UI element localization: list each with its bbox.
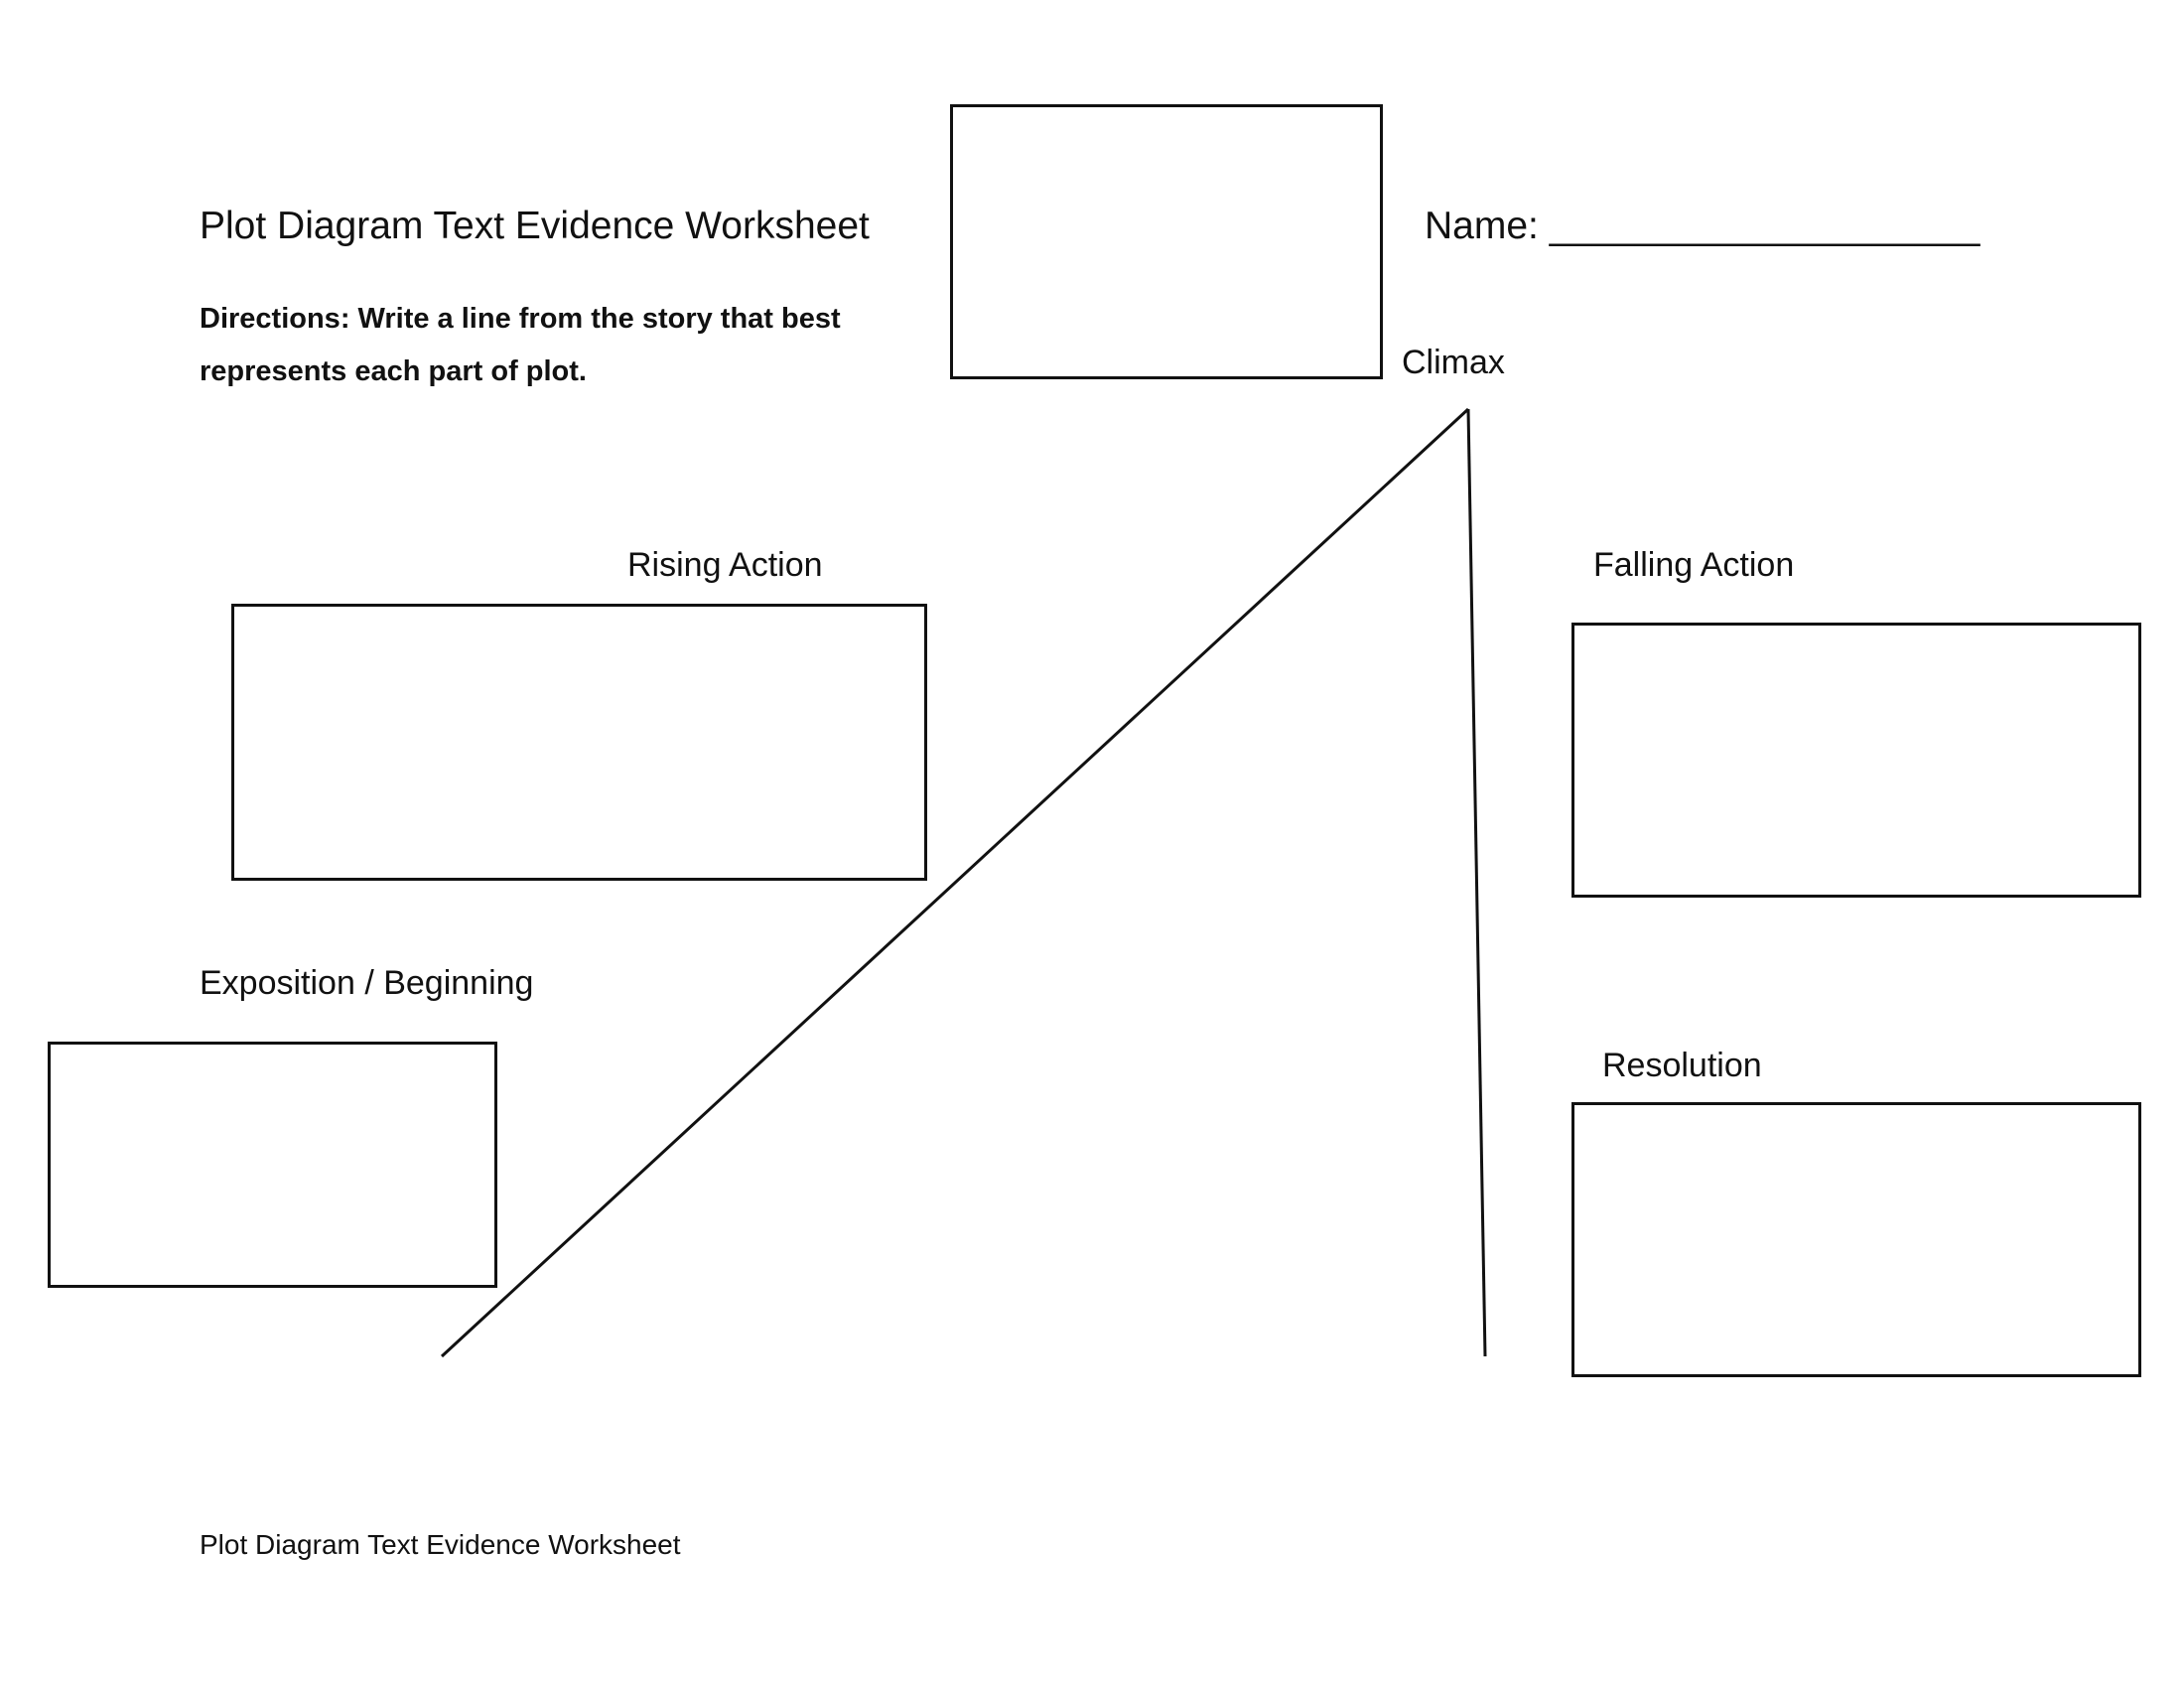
falling-action-answer-box[interactable]: [1571, 623, 2141, 898]
climax-label: Climax: [1402, 344, 1505, 381]
directions-text: Directions: Write a line from the story …: [200, 293, 914, 398]
footer-text: Plot Diagram Text Evidence Worksheet: [200, 1529, 681, 1560]
falling-action-line: [1466, 408, 1487, 1357]
name-field-label: Name: ____________________: [1425, 205, 1980, 247]
resolution-label: Resolution: [1602, 1047, 1762, 1084]
climax-answer-box[interactable]: [950, 104, 1383, 379]
directions-line-1: Directions: Write a line from the story …: [200, 303, 841, 335]
rising-action-line: [440, 407, 1470, 1358]
exposition-label: Exposition / Beginning: [200, 964, 534, 1002]
directions-line-2: represents each part of plot.: [200, 355, 587, 387]
rising-action-label: Rising Action: [627, 546, 823, 584]
falling-action-label: Falling Action: [1593, 546, 1795, 584]
resolution-answer-box[interactable]: [1571, 1102, 2141, 1377]
exposition-answer-box[interactable]: [48, 1042, 497, 1288]
rising-action-answer-box[interactable]: [231, 604, 927, 881]
worksheet-title: Plot Diagram Text Evidence Worksheet: [200, 205, 870, 247]
